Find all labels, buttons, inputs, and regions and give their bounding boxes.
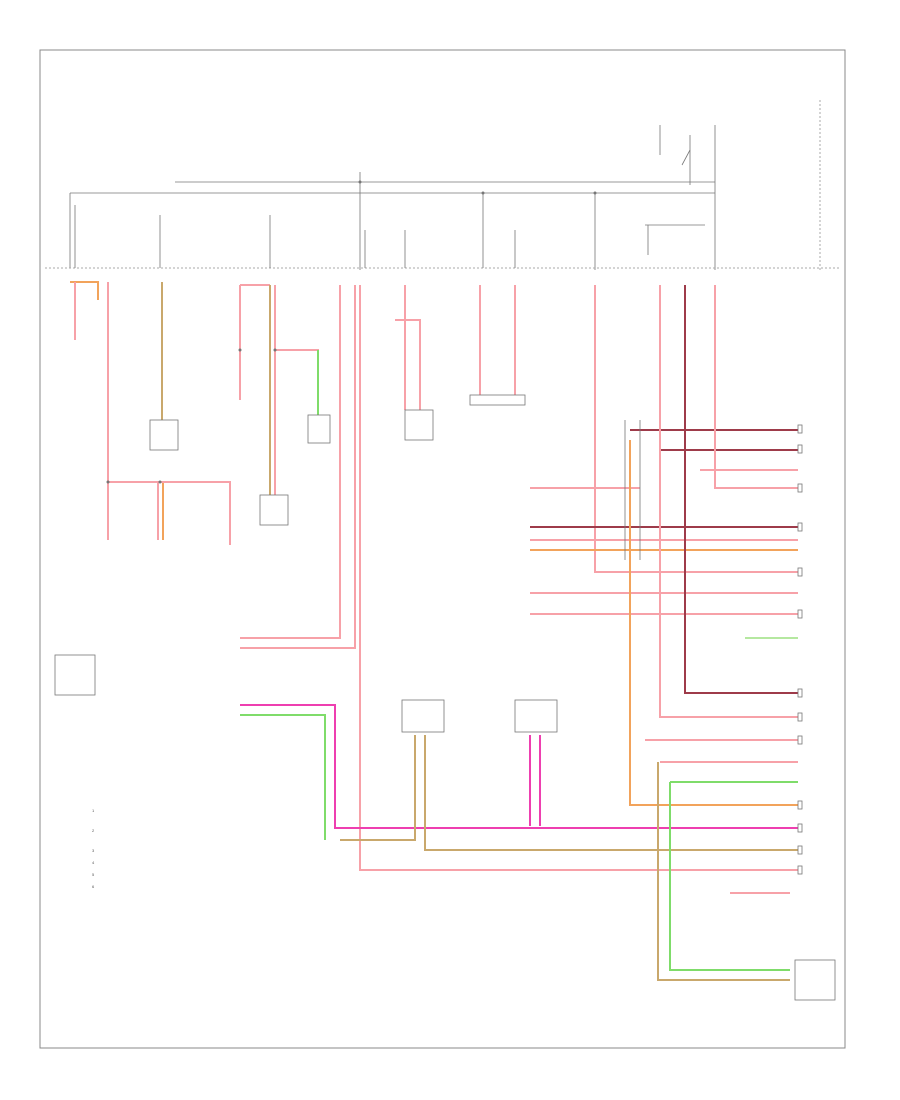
junctions xyxy=(106,180,597,484)
right-terminals xyxy=(797,424,803,875)
legend-item-3: 3 xyxy=(92,848,95,853)
legend-item-5: 5 xyxy=(92,872,95,877)
left-wires xyxy=(70,281,319,545)
diagram-frame xyxy=(39,49,846,1049)
fuse-drops xyxy=(74,193,516,268)
legend-item-2: 2 xyxy=(92,828,95,833)
right-harness xyxy=(530,285,798,981)
components xyxy=(54,394,836,1001)
center-wires xyxy=(240,285,798,871)
legend-item-1: 1 xyxy=(92,808,95,813)
legend-item-4: 4 xyxy=(92,860,95,865)
top-bus xyxy=(69,100,821,270)
legend-item-6: 6 xyxy=(92,884,95,889)
legend: 1 2 3 4 5 6 xyxy=(92,808,95,889)
module-wires xyxy=(240,704,798,851)
